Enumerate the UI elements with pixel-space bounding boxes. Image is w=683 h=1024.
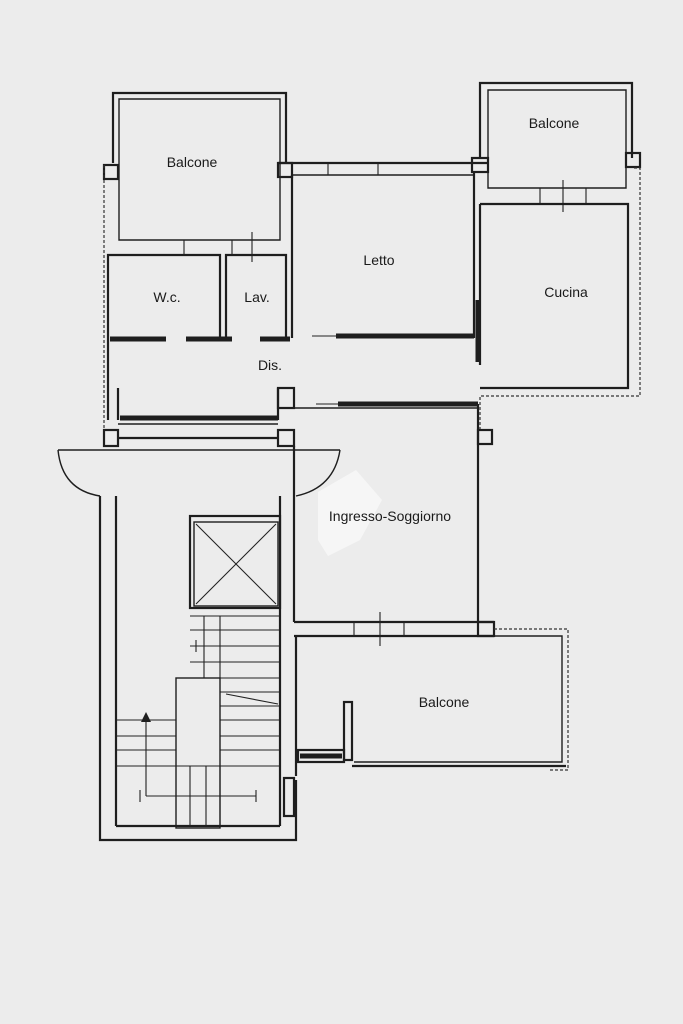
- balcone-top-right-walls: [478, 81, 642, 212]
- room-label-ingresso-soggiorno: Ingresso-Soggiorno: [328, 508, 452, 524]
- letto-walls: [276, 156, 490, 339]
- room-label-letto: Letto: [363, 252, 395, 268]
- cucina-walls: [475, 167, 641, 430]
- stair-steps-upper: [190, 615, 280, 751]
- dis-walls: [102, 165, 478, 448]
- room-label-balcone-bottom: Balcone: [418, 694, 470, 710]
- room-label-lav: Lav.: [244, 289, 270, 305]
- watermark-logo: [318, 470, 382, 556]
- wc-lav-walls: [106, 232, 290, 342]
- room-label-balcone-top-left: Balcone: [166, 154, 218, 170]
- room-label-balcone-top-right: Balcone: [528, 115, 580, 131]
- room-label-dis: Dis.: [257, 357, 283, 373]
- balcone-bottom-walls: [294, 628, 569, 776]
- stairwell: [57, 449, 341, 842]
- ingresso-soggiorno-walls: [292, 404, 496, 646]
- room-label-cucina: Cucina: [544, 284, 588, 300]
- stair-arrow: [139, 640, 257, 802]
- room-label-wc: W.c.: [153, 289, 181, 305]
